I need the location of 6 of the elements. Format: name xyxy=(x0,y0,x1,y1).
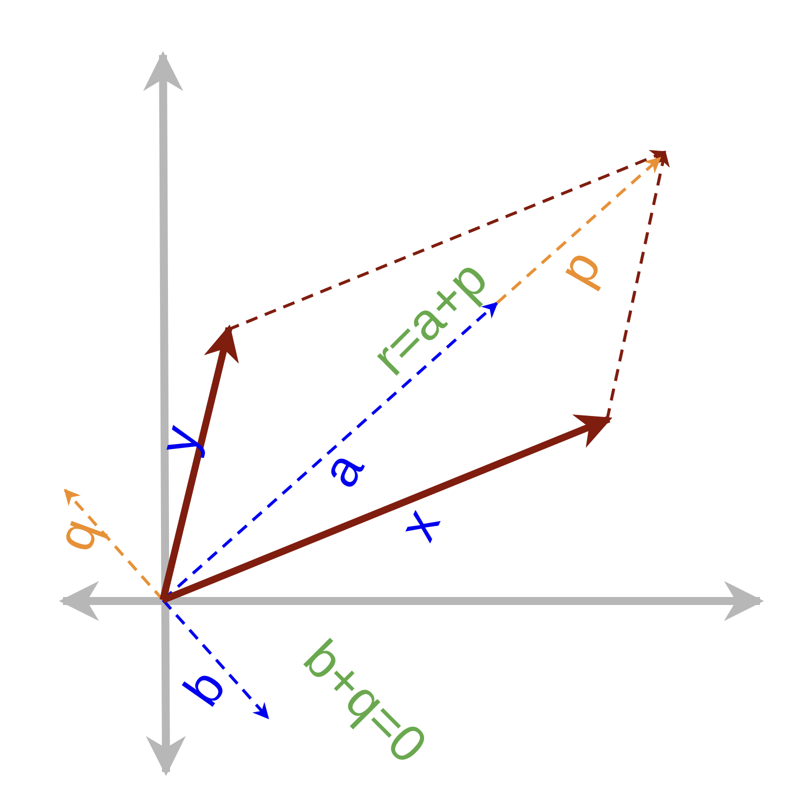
vector-label: q xyxy=(48,512,108,558)
vector-label: a xyxy=(313,444,373,496)
vector-label: b xyxy=(175,661,235,715)
vector-label: p xyxy=(550,242,610,294)
vector-label: y xyxy=(152,420,208,460)
vector-label: x xyxy=(390,502,450,548)
